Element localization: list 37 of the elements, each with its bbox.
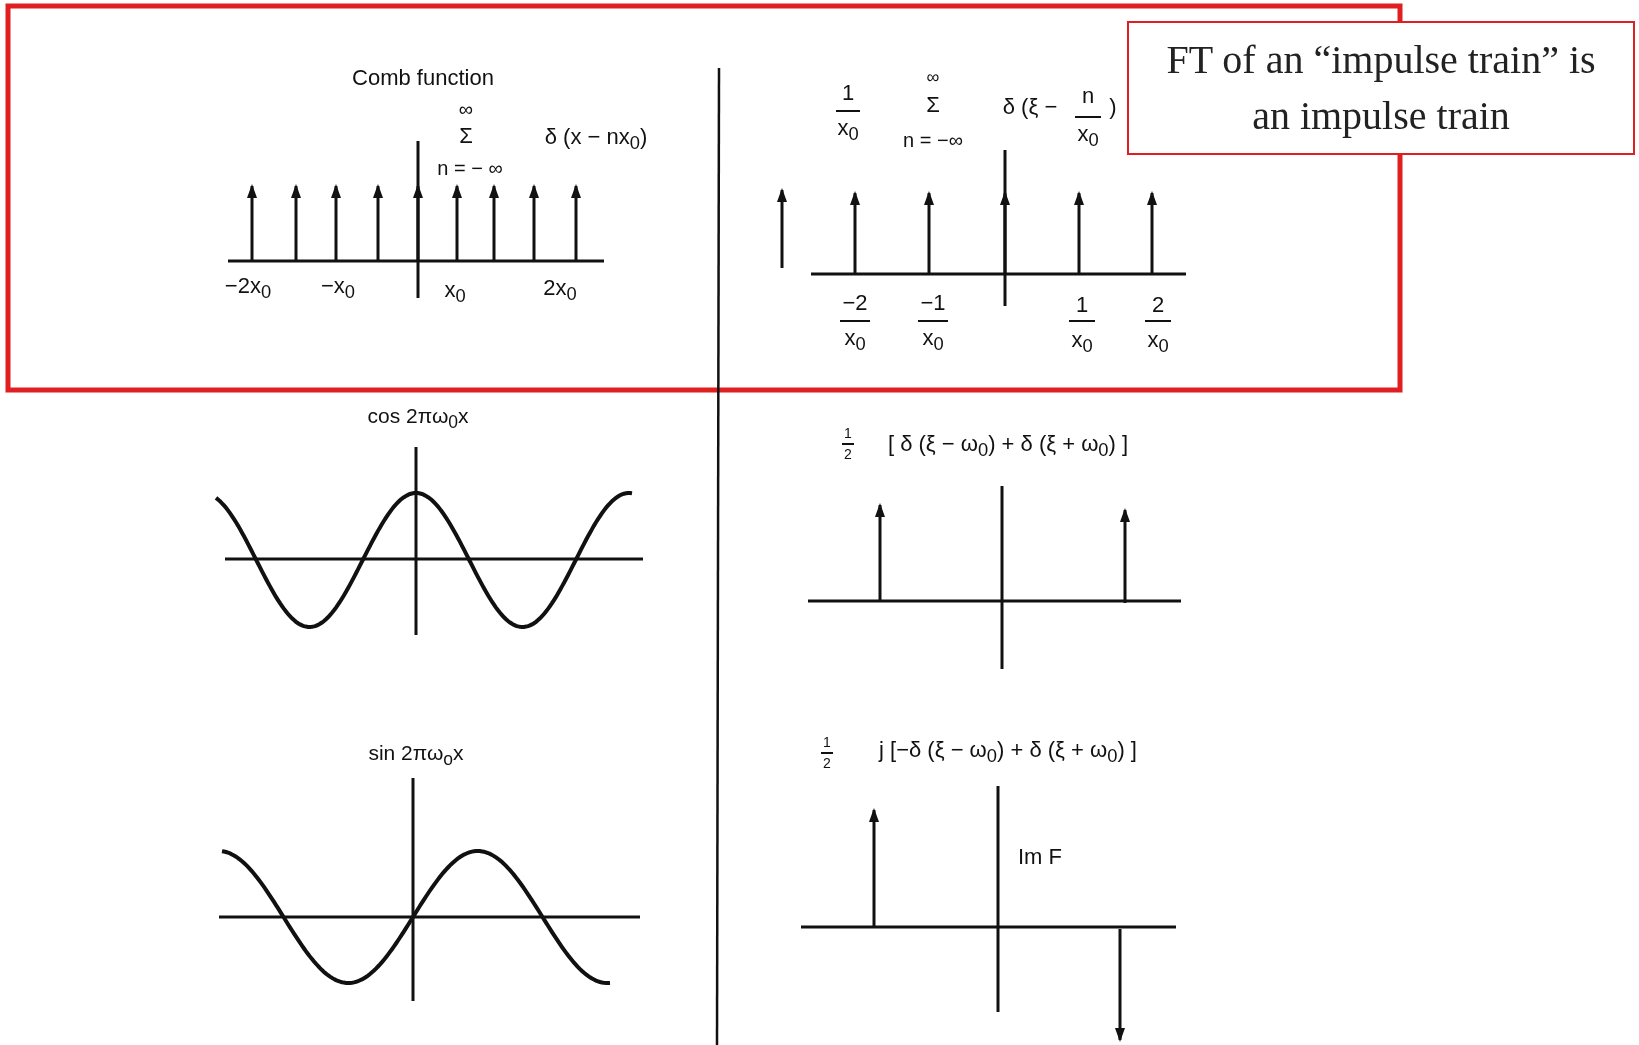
math-label: Σ xyxy=(926,92,940,118)
math-label: x$_{0}$ xyxy=(837,115,859,145)
callout-box xyxy=(1127,21,1635,155)
math-label: −2x$_{0}$ xyxy=(224,273,272,303)
math-label: Σ xyxy=(459,123,473,149)
math-label: 2x$_{0}$ xyxy=(543,275,577,305)
math-label: 2 xyxy=(844,447,852,463)
math-label: ∞ xyxy=(458,98,474,120)
math-label: n = − ∞ xyxy=(437,157,503,179)
math-label: 2 xyxy=(1151,292,1165,318)
math-label: x$_{0}$ xyxy=(1147,327,1169,357)
math-label: 1 xyxy=(1075,292,1089,318)
math-label: x$_{0}$ xyxy=(1071,327,1093,357)
math-label: sin 2πω$_{o}$x xyxy=(368,740,464,770)
math-label: x$_{0}$ xyxy=(1077,121,1099,151)
math-label: cos 2πω$_{0}$x xyxy=(367,403,469,433)
math-label: n xyxy=(1081,83,1095,109)
math-label: 1 xyxy=(844,426,852,442)
math-label: 2 xyxy=(823,756,831,772)
math-label: δ (x − nx$_{0}$) xyxy=(544,124,648,154)
math-label: ∞ xyxy=(926,68,940,88)
math-label: δ (ξ − xyxy=(1002,94,1058,120)
math-label: [ δ (ξ − ω$_{0}$) + δ (ξ + ω$_{0}$) ] xyxy=(887,431,1129,461)
callout-text: FT of an “impulse train” is an impulse train xyxy=(1165,36,1597,140)
math-label: x$_{0}$ xyxy=(444,277,466,307)
math-label: Im F xyxy=(1018,844,1062,870)
math-label: ) xyxy=(1109,94,1117,120)
math-label: j [−δ (ξ − ω$_{0}$) + δ (ξ + ω$_{0}$) ] xyxy=(879,737,1137,767)
math-label: 1 xyxy=(841,80,855,106)
math-label: −2 xyxy=(842,290,868,316)
math-label: −x$_{0}$ xyxy=(320,273,356,303)
math-label: x$_{0}$ xyxy=(922,325,944,355)
math-label: n = −∞ xyxy=(903,129,963,151)
math-label: −1 xyxy=(920,290,946,316)
math-label: Comb function xyxy=(352,65,494,91)
math-label: 1 xyxy=(823,735,831,751)
math-label: x$_{0}$ xyxy=(844,325,866,355)
